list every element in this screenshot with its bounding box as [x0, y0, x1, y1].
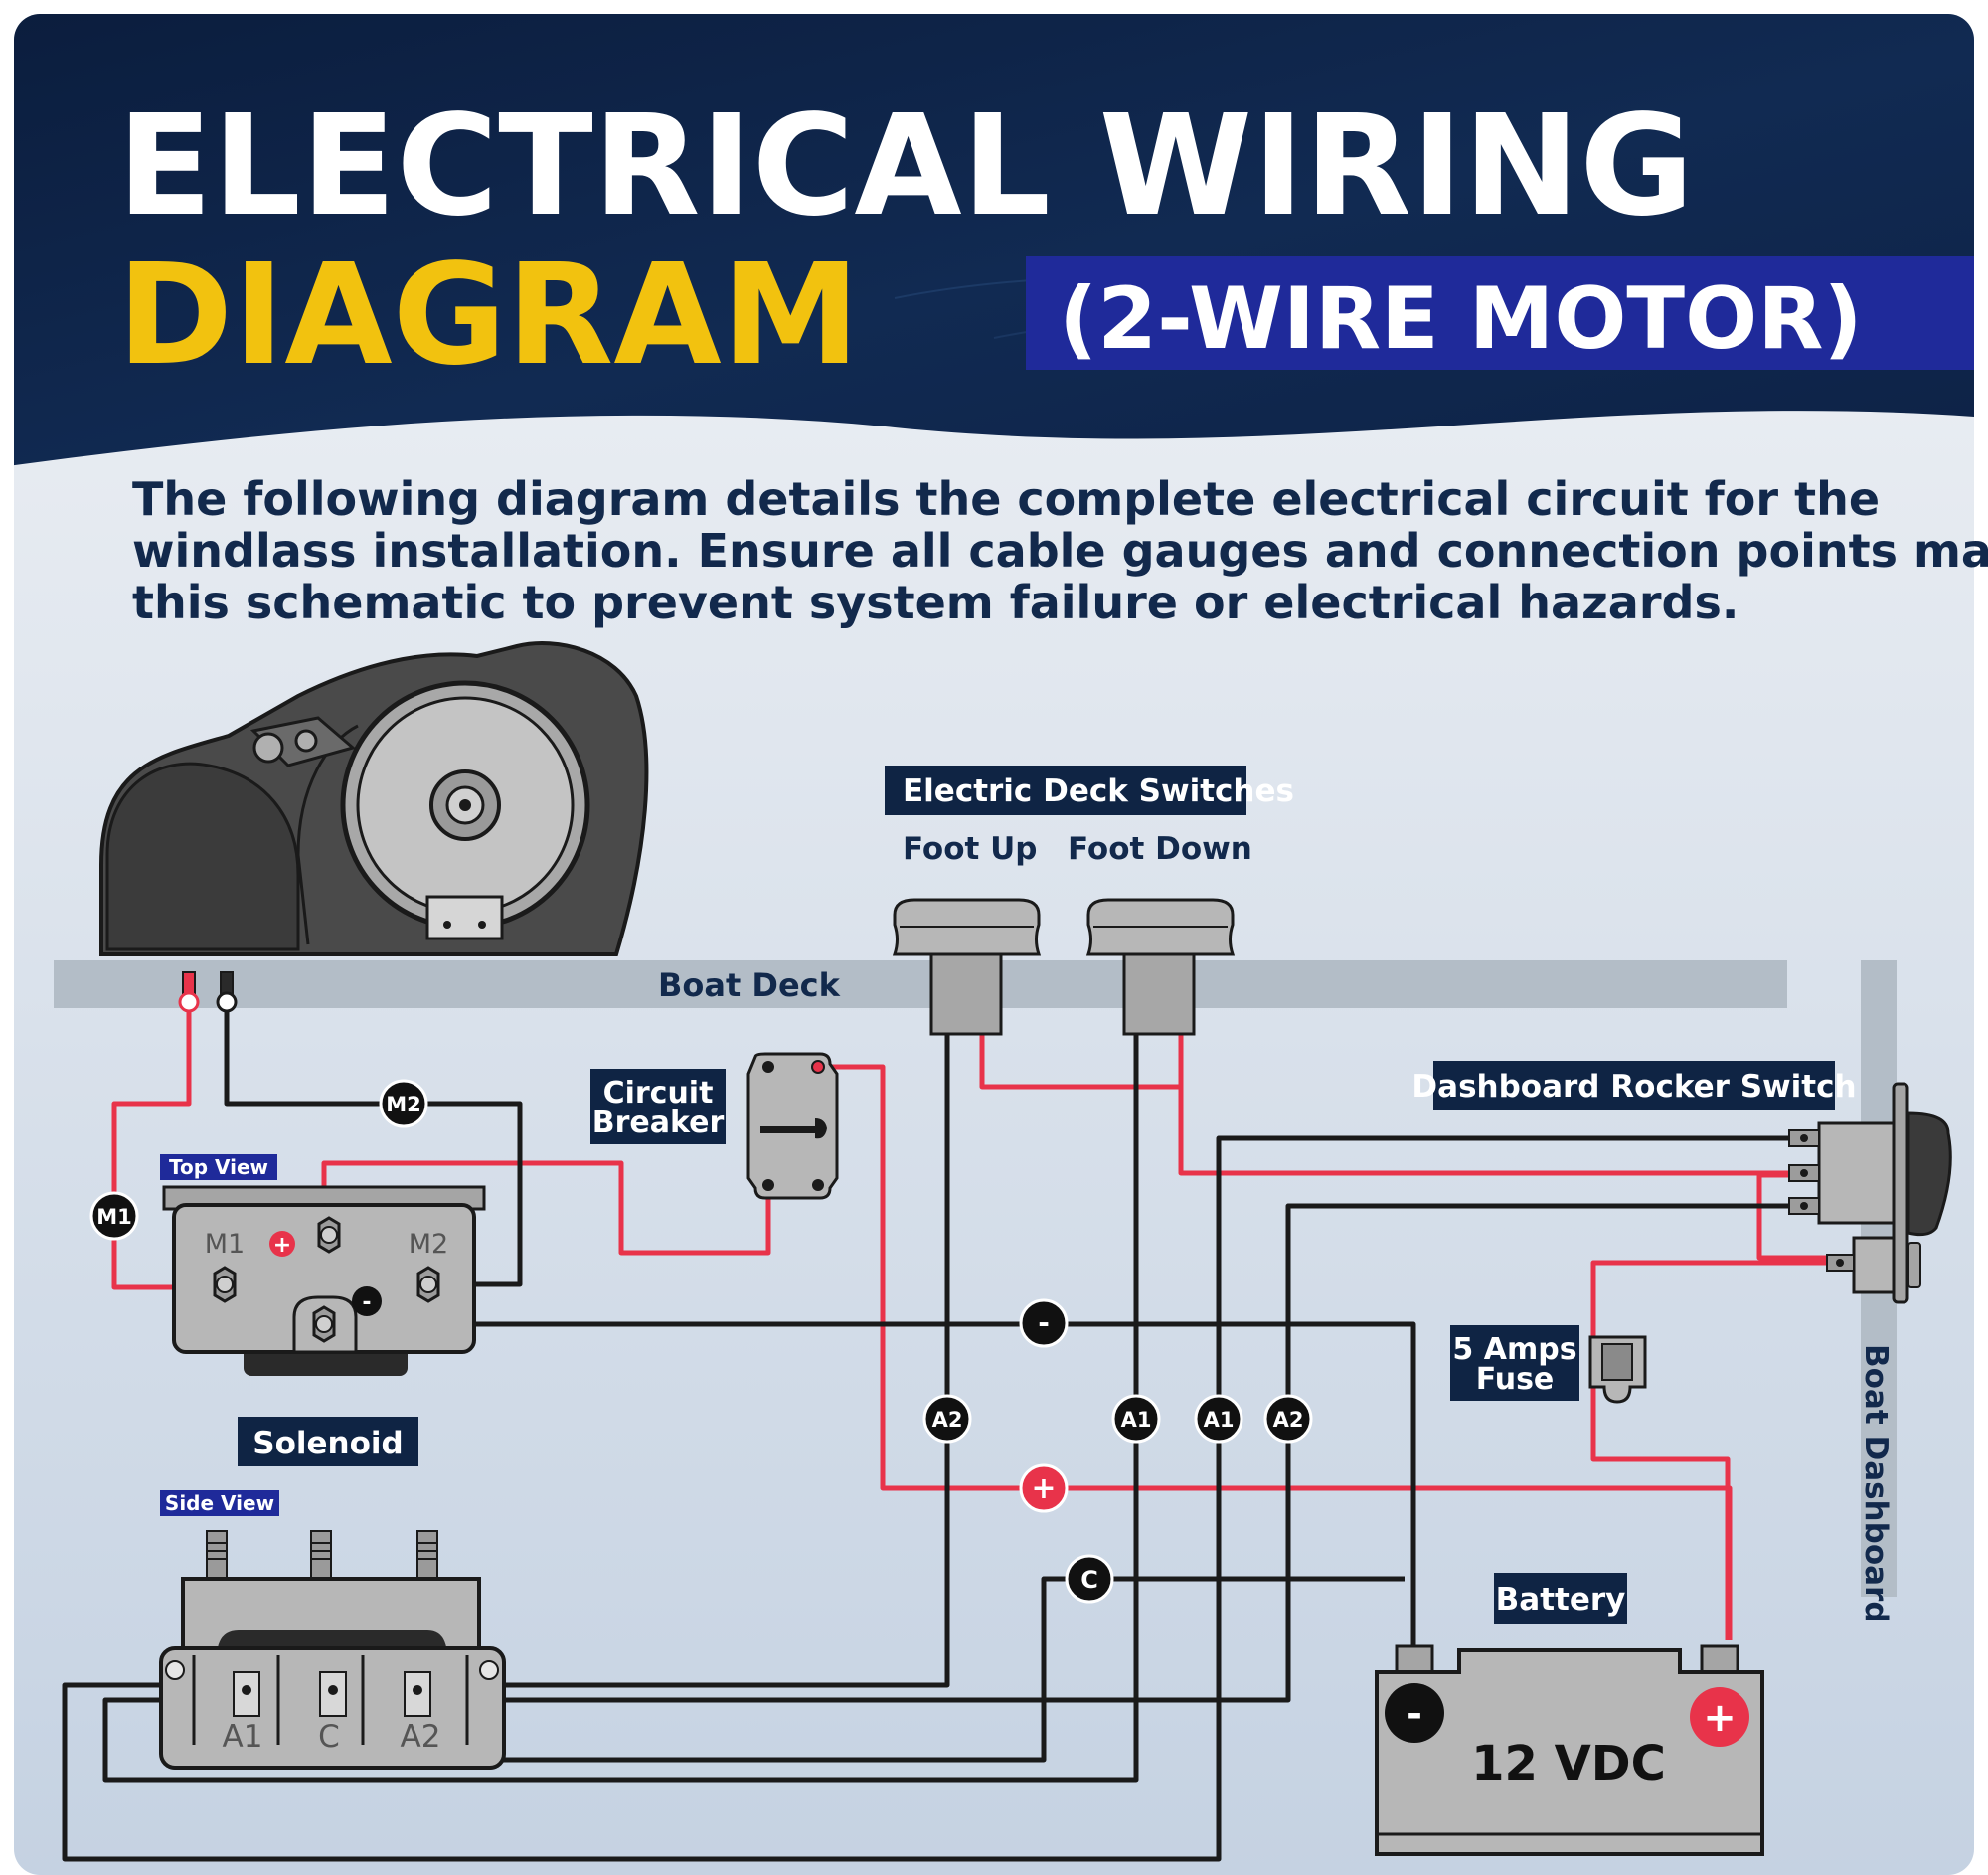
top-view-negative-sign: - [362, 1290, 371, 1315]
tag-a2-rocker [1263, 1394, 1313, 1444]
tag-negative-label: - [1038, 1306, 1050, 1339]
tag-positive-label: + [1031, 1471, 1056, 1506]
wire-tags: M1 M2 - + A2 A1 A1 A2 C [89, 1079, 1313, 1604]
title-line1: ELECTRICAL WIRING [117, 85, 1694, 248]
battery-label-box [1494, 1573, 1627, 1624]
wire-rocker-a2 [417, 1203, 1789, 1703]
subtitle-box [1026, 256, 1974, 370]
top-view-m2-label: M2 [409, 1229, 448, 1260]
wire-fuse-to-battery [1590, 1387, 1731, 1640]
top-view-tag [160, 1154, 277, 1180]
battery-label: Battery [1496, 1582, 1626, 1618]
dashboard-breaker-switch[interactable] [1826, 1236, 1921, 1294]
fuse-label-box [1450, 1325, 1579, 1401]
subtitle: (2-WIRE MOTOR) [1059, 269, 1863, 369]
side-view-tag [160, 1490, 279, 1516]
battery-positive-marker [1690, 1687, 1749, 1747]
solenoid-side-view: A1 C A2 [159, 1530, 506, 1770]
tag-m2-label: M2 [386, 1093, 421, 1116]
wire-rocker-to-fuse [1590, 1260, 1827, 1357]
tag-a1-rocker [1194, 1394, 1243, 1444]
dashboard-rocker-label-box [1433, 1061, 1835, 1110]
side-view-a2-label: A2 [401, 1719, 441, 1755]
wire-solenoid-to-breaker [321, 1160, 771, 1256]
wire-foot-down-a1 [102, 1034, 1139, 1783]
battery: - + 12 VDC [1375, 1644, 1764, 1856]
top-view-negative-marker [352, 1286, 382, 1316]
boat-dashboard-label: Boat Dashboard [1858, 1344, 1894, 1623]
intro-line1: The following diagram details the comple… [132, 472, 1880, 526]
top-view-positive-marker [269, 1231, 295, 1257]
windlass-motor [99, 641, 649, 1013]
tag-m2 [379, 1079, 428, 1128]
tag-a1-foot-down-label: A1 [1121, 1408, 1152, 1432]
tag-a1-foot-down [1111, 1394, 1161, 1444]
foot-down-switch[interactable] [1085, 898, 1236, 1036]
tag-a1-rocker-label: A1 [1204, 1408, 1235, 1432]
battery-negative-sign: - [1407, 1692, 1422, 1736]
foot-up-label: Foot Up [903, 831, 1038, 867]
tag-a2-foot-up-label: A2 [932, 1408, 963, 1432]
solenoid-label: Solenoid [252, 1426, 403, 1461]
circuit-breaker-label-box [590, 1069, 726, 1144]
deck-switches-label-box [885, 766, 1246, 815]
wire-m2 [224, 994, 523, 1287]
wire-rocker-a1 [62, 1135, 1789, 1862]
deck-switches-label: Electric Deck Switches [903, 773, 1294, 809]
battery-voltage: 12 VDC [1471, 1736, 1666, 1791]
wire-m1 [111, 994, 224, 1290]
tag-positive [1019, 1463, 1069, 1513]
solenoid-top-view: M1 M2 + - [162, 1185, 486, 1376]
tag-negative [1019, 1298, 1069, 1348]
side-view-a1-label: A1 [223, 1719, 263, 1755]
tag-common-c [1065, 1554, 1114, 1604]
side-view-label: Side View [165, 1491, 274, 1515]
dashboard-rocker-label: Dashboard Rocker Switch [1411, 1069, 1856, 1105]
tag-m1-label: M1 [96, 1205, 132, 1229]
battery-positive-sign: + [1703, 1695, 1737, 1741]
circuit-breaker-label-1: Circuit [603, 1076, 714, 1110]
fuse-label-1: 5 Amps [1452, 1332, 1576, 1367]
wire-foot-up-a2 [417, 1034, 950, 1688]
fuse-holder[interactable] [1588, 1335, 1647, 1404]
tag-a2-foot-up [922, 1394, 972, 1444]
solenoid-label-box [238, 1417, 418, 1466]
top-view-label: Top View [169, 1155, 268, 1179]
intro-line3: this schematic to prevent system failure… [132, 576, 1739, 629]
boat-deck-label: Boat Deck [658, 966, 841, 1004]
top-view-positive-sign: + [273, 1233, 291, 1258]
circuit-breaker-label-2: Breaker [592, 1106, 725, 1140]
tag-m1 [89, 1191, 139, 1241]
foot-down-label: Foot Down [1068, 831, 1252, 867]
dashboard-rocker-switch[interactable] [1788, 1082, 1952, 1304]
top-view-m1-label: M1 [205, 1229, 245, 1260]
tag-a2-rocker-label: A2 [1273, 1408, 1304, 1432]
boat-deck-bar [54, 960, 1787, 1008]
fuse-label-2: Fuse [1476, 1362, 1555, 1397]
foot-up-switch[interactable] [892, 898, 1042, 1036]
intro-line2: windlass installation. Ensure all cable … [132, 524, 1988, 578]
wire-rocker-loop [1756, 1172, 1827, 1261]
tag-common-c-label: C [1080, 1566, 1098, 1594]
side-view-c-label: C [318, 1719, 340, 1755]
wire-negative-main [326, 1321, 1416, 1650]
circuit-breaker[interactable] [746, 1052, 839, 1200]
title-line2: DIAGRAM [117, 235, 860, 397]
battery-negative-marker [1385, 1683, 1444, 1743]
